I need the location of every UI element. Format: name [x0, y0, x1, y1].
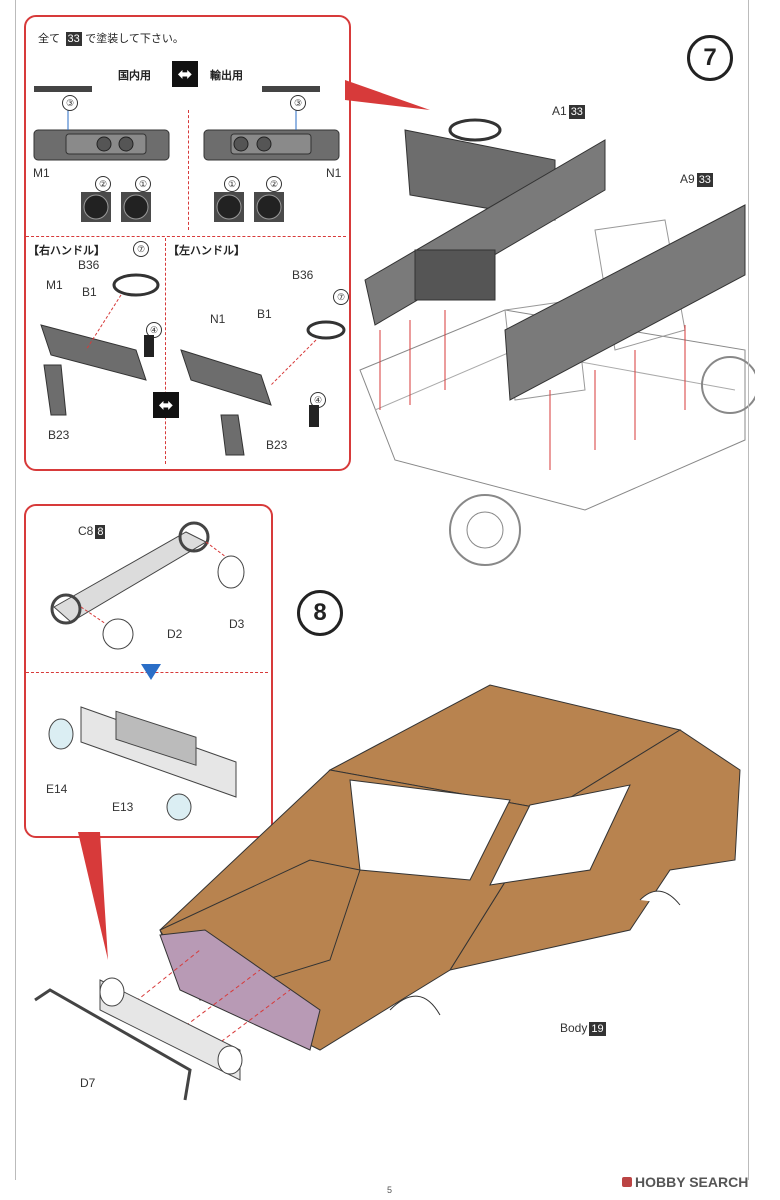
- part-label-m1-right: M1: [46, 278, 63, 292]
- step-8-circle: 8: [297, 590, 343, 636]
- c8-text: C8: [78, 524, 94, 538]
- part-label-b1-left: B1: [257, 307, 272, 321]
- panel-divider-vertical-top: [188, 110, 189, 230]
- dashboard-variants-drawing: [33, 86, 340, 222]
- swap-arrow-icon: ⬌: [172, 61, 198, 87]
- a1-text: A1: [552, 104, 567, 118]
- a9-text: A9: [680, 172, 695, 186]
- left-hand-drive-label: 【左ハンドル】: [168, 244, 245, 257]
- callout-2-right: ②: [266, 176, 282, 192]
- step8-pointer-wedge: [78, 832, 108, 960]
- headlight-assembly-drawing: [48, 521, 245, 821]
- page-border-right: [748, 0, 749, 1180]
- paint-note-prefix: 全て: [38, 32, 60, 45]
- callout-3-left: ③: [62, 95, 78, 111]
- part-label-b36-left: B36: [292, 268, 314, 282]
- swap-arrow-icon-bottom: ⬌: [153, 392, 179, 418]
- a9-color: 33: [696, 173, 713, 187]
- right-hand-drive-label: 【右ハンドル】: [28, 244, 105, 257]
- c8-color: 8: [95, 525, 106, 539]
- callout-7-left-hand: ⑦: [333, 289, 349, 305]
- part-label-b23-right: B23: [48, 428, 70, 442]
- page-border-left: [15, 0, 16, 1180]
- part-label-n1-top: N1: [326, 166, 342, 180]
- watermark-icon: [622, 1177, 632, 1187]
- callout-1-right: ①: [224, 176, 240, 192]
- part-label-d7: D7: [80, 1076, 96, 1090]
- paint-note: 全て 33 で塗装して下さい。: [38, 30, 184, 46]
- part-label-b36-right: B36: [78, 258, 100, 272]
- steering-assembly-drawing: [40, 273, 346, 456]
- page-number: 5: [387, 1185, 393, 1195]
- paint-note-color: 33: [65, 32, 82, 46]
- watermark: HOBBY SEARCH: [622, 1174, 748, 1190]
- part-label-b23-left: B23: [266, 438, 288, 452]
- part-label-b1-right: B1: [82, 285, 97, 299]
- part-label-d2: D2: [167, 627, 183, 641]
- watermark-text: HOBBY SEARCH: [635, 1174, 749, 1190]
- step7-pointer-wedge: [345, 80, 430, 110]
- step-7-circle: 7: [687, 35, 733, 81]
- callout-2-left: ②: [95, 176, 111, 192]
- callout-7-right-hand: ⑦: [133, 241, 149, 257]
- panel-divider-horizontal: [26, 236, 346, 237]
- a1-color: 33: [568, 105, 585, 119]
- paint-note-suffix: で塗装して下さい。: [85, 32, 184, 45]
- callout-4-left-hand: ④: [310, 392, 326, 408]
- export-label: 輸出用: [210, 69, 243, 82]
- car-body-drawing: [34, 684, 741, 1101]
- part-label-e14: E14: [46, 782, 68, 796]
- part-label-d3: D3: [229, 617, 245, 631]
- part-label-n1-left: N1: [210, 312, 226, 326]
- callout-3-right: ③: [290, 95, 306, 111]
- body-text: Body: [560, 1021, 588, 1035]
- body-color: 19: [589, 1022, 606, 1036]
- interior-chassis-drawing: [359, 118, 755, 566]
- callout-1-left: ①: [135, 176, 151, 192]
- part-label-m1-top: M1: [33, 166, 50, 180]
- domestic-label: 国内用: [118, 69, 151, 82]
- panel-divider-vertical-bottom: [165, 238, 166, 464]
- part-label-e13: E13: [112, 800, 134, 814]
